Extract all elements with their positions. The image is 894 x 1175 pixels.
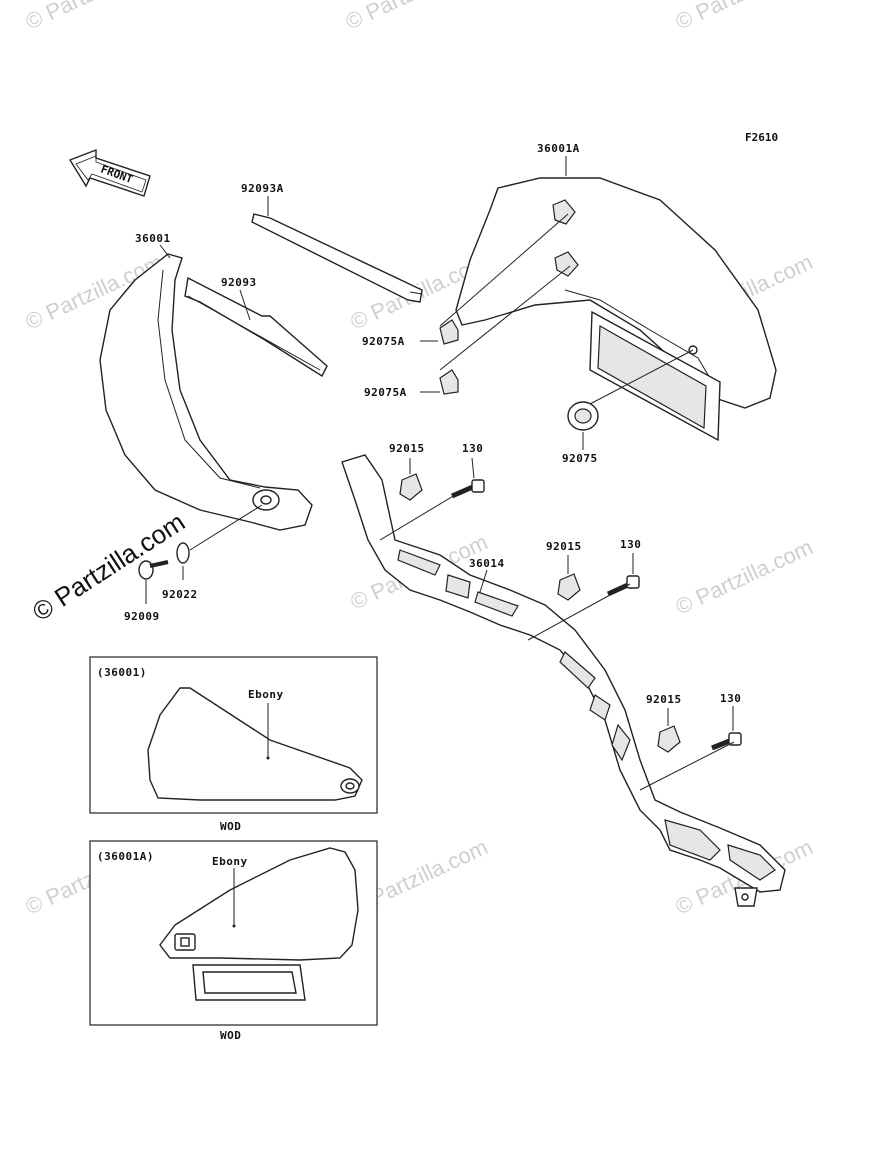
watermark: © Partzilla.com <box>22 0 167 35</box>
leader-lines <box>145 156 735 791</box>
screw-92009-part <box>138 560 169 580</box>
callout-92009: 92009 <box>124 610 160 623</box>
clip-92075A-part <box>439 369 459 395</box>
bracket-36014-part <box>341 454 786 907</box>
watermark: © Partzilla.com <box>672 0 817 35</box>
strip-92093-part <box>184 276 328 378</box>
watermark: © Partzilla.com <box>342 0 487 35</box>
callout-92015: 92015 <box>546 540 582 553</box>
inset-36001A-color: Ebony <box>212 855 248 868</box>
grommet-92075-part <box>567 401 599 431</box>
callout-130: 130 <box>720 692 741 705</box>
inset-36001A: (36001A) Ebony WOD <box>89 840 378 1042</box>
callout-92075A: 92075A <box>364 386 407 399</box>
callout-92015: 92015 <box>646 693 682 706</box>
callout-36001: 36001 <box>135 232 171 245</box>
callout-130: 130 <box>620 538 641 551</box>
inset-36001A-ref: (36001A) <box>97 850 154 863</box>
inset-36001-model: WOD <box>220 820 241 833</box>
callout-92093A: 92093A <box>241 182 284 195</box>
bolt-130-part <box>606 575 640 597</box>
callout-92093: 92093 <box>221 276 257 289</box>
inset-36001A-model: WOD <box>220 1029 241 1042</box>
inset-36001-ref: (36001) <box>97 666 147 679</box>
callout-92075A: 92075A <box>362 335 405 348</box>
bolt-130-part <box>711 732 742 751</box>
callout-36001A: 36001A <box>537 142 580 155</box>
callout-36014: 36014 <box>469 557 505 570</box>
side-cover-right-part <box>455 177 777 442</box>
figure-code: F2610 <box>745 131 778 144</box>
callout-130: 130 <box>462 442 483 455</box>
front-arrow-icon: FRONT <box>68 148 151 197</box>
side-cover-left-part <box>99 253 313 531</box>
clip-92075A-part <box>439 319 459 345</box>
callout-labels: 36001A 92093A 36001 92093 92075A 92075A … <box>124 142 741 706</box>
strip-92093A-part <box>251 213 423 303</box>
callout-92075: 92075 <box>562 452 598 465</box>
inset-36001: (36001) Ebony WOD <box>89 656 378 833</box>
callout-92015: 92015 <box>389 442 425 455</box>
nut-92015-part <box>557 573 581 601</box>
nut-92015-part <box>657 725 681 753</box>
inset-36001-color: Ebony <box>248 688 284 701</box>
washer-92022-part <box>176 542 190 564</box>
watermark: © Partzilla.com <box>672 534 817 619</box>
watermark-main: © Partzilla.com <box>27 506 190 627</box>
callout-92022: 92022 <box>162 588 198 601</box>
nut-92015-part <box>399 473 423 501</box>
